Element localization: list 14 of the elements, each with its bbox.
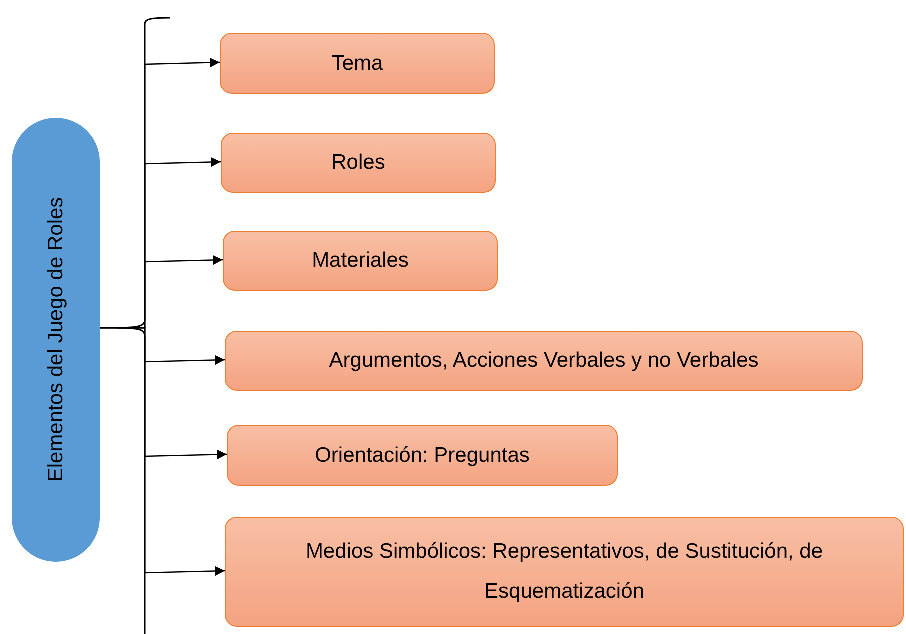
element-box	[227, 425, 618, 486]
box-label: Orientación: Preguntas	[315, 442, 530, 469]
box-label: Roles	[332, 150, 386, 176]
element-box	[221, 133, 496, 193]
arrow	[100, 327, 226, 576]
element-box	[225, 331, 863, 391]
box-label: Tema	[332, 50, 384, 77]
element-box	[223, 231, 498, 291]
element-box	[225, 517, 904, 627]
box-label: Argumentos, Acciones Verbales y no Verbales	[329, 348, 759, 374]
box-label: Materiales	[312, 248, 409, 274]
element-box	[220, 33, 495, 94]
vertical-label: Elementos del Juego de Roles	[43, 198, 68, 482]
box-label: Medios Simbólicos: Representativos, de Sustitución, de Esquematización	[304, 539, 824, 605]
